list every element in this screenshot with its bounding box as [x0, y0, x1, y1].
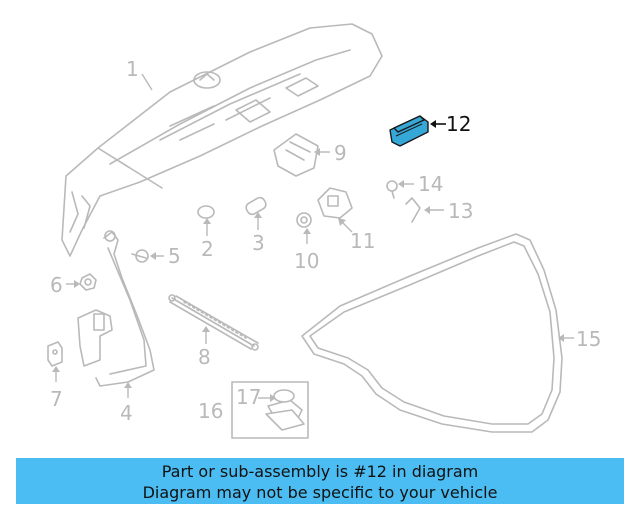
- callout-10: 10: [294, 249, 319, 273]
- parts-diagram: 1 2 3 4 5 6 7: [47, 23, 601, 439]
- part-bolt[interactable]: [131, 249, 149, 263]
- part-grommet[interactable]: [296, 212, 312, 228]
- part-strut-bracket[interactable]: [95, 230, 155, 387]
- part-gas-strut[interactable]: [168, 294, 259, 351]
- part-bumper-stop[interactable]: [197, 205, 215, 219]
- callout-6: 6: [50, 273, 63, 297]
- part-clip[interactable]: [405, 197, 421, 223]
- callout-4: 4: [120, 401, 133, 425]
- callout-12: 12: [446, 112, 471, 136]
- part-16-sub-assembly[interactable]: [231, 381, 309, 439]
- callout-13: 13: [448, 199, 473, 223]
- part-latch[interactable]: [317, 187, 353, 219]
- callout-3: 3: [252, 231, 265, 255]
- part-hinge-mount[interactable]: [77, 309, 113, 367]
- callout-17: 17: [236, 385, 261, 409]
- callout-15: 15: [576, 327, 601, 351]
- callout-16: 16: [198, 399, 223, 423]
- banner-line-2: Diagram may not be specific to your vehi…: [142, 483, 498, 502]
- part-weatherstrip[interactable]: [301, 233, 563, 433]
- part-seal-pad[interactable]: [244, 196, 267, 216]
- callout-2: 2: [201, 237, 214, 261]
- banner-line-1: Part or sub-assembly is #12 in diagram: [161, 462, 479, 481]
- callout-8: 8: [198, 345, 211, 369]
- part-trunk-lid[interactable]: [61, 23, 383, 257]
- callout-14: 14: [418, 172, 443, 196]
- part-17-switch[interactable]: [273, 389, 295, 403]
- callout-1: 1: [126, 57, 139, 81]
- part-nut[interactable]: [79, 273, 97, 291]
- callout-5: 5: [168, 244, 181, 268]
- part-screw[interactable]: [386, 180, 398, 199]
- part-lock-striker[interactable]: [273, 133, 319, 177]
- callout-9: 9: [334, 141, 347, 165]
- part-12-highlighted[interactable]: [389, 115, 429, 147]
- info-banner: Part or sub-assembly is #12 in diagram D…: [16, 458, 624, 504]
- callout-11: 11: [350, 229, 375, 253]
- part-small-bracket[interactable]: [47, 341, 63, 367]
- callout-7: 7: [50, 387, 63, 411]
